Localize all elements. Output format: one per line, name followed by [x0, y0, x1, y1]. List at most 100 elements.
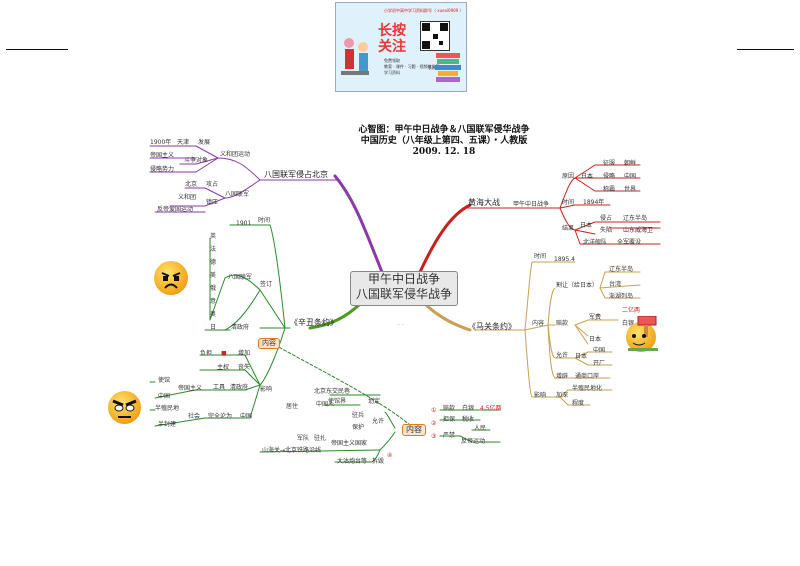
neirong-item-19[interactable]: 严禁 [443, 432, 456, 439]
node-peikuan[interactable]: 赔款 [556, 320, 569, 327]
node-riben-4[interactable]: 日本 [575, 353, 588, 360]
node-jieguo[interactable]: 结果 [562, 225, 575, 232]
node-yihetuan-movement[interactable]: 义和团运动 [220, 151, 251, 158]
node-zengjia[interactable]: 增加 [238, 350, 251, 357]
node-qinzhan[interactable]: 侵占 [600, 215, 613, 222]
node-banfengjian[interactable]: 半封建 [158, 421, 177, 428]
node-yihetuan[interactable]: 义和团 [178, 194, 197, 201]
node-zengkai[interactable]: 增辟 [556, 373, 569, 380]
neirong-item-1[interactable]: 使馆界 [328, 398, 347, 405]
node-xinchou-shijian[interactable]: 时间 [258, 217, 271, 224]
center-node[interactable]: 甲午中日战争 八国联军侵华战争 [350, 271, 458, 306]
neirong-item-20[interactable]: 人民 [474, 425, 487, 432]
node-riben-2[interactable]: 日本 [580, 222, 593, 229]
node-baguolianjun[interactable]: 八国联军 [225, 191, 250, 198]
node-baguo-occupy-beijing[interactable]: 八国联军侵占北京 [264, 170, 328, 179]
neirong-item-5[interactable]: 驻兵 [352, 412, 365, 419]
node-riben[interactable]: 日本 [581, 173, 594, 180]
node-chaoxian[interactable]: 朝鲜 [624, 160, 637, 167]
neirong-item-3[interactable]: 居住 [286, 403, 299, 410]
node-quanjun[interactable]: 全军覆没 [617, 239, 642, 246]
neirong-item-9[interactable]: 驻扎 [314, 435, 327, 442]
node-neirong-box[interactable]: 内容 [402, 424, 426, 436]
node-kaichang[interactable]: 开厂 [593, 360, 606, 367]
node-zhengfu[interactable]: 征服 [603, 160, 616, 167]
node-liaodong[interactable]: 辽东半岛 [623, 215, 648, 222]
node-zhongguo[interactable]: 中国 [624, 173, 637, 180]
neirong-item-2[interactable]: 划定 [368, 398, 381, 405]
qr-code[interactable] [420, 21, 450, 51]
node-beijing[interactable]: 北京 [185, 181, 198, 188]
neirong-item-21[interactable]: 反帝运动 [461, 438, 486, 445]
neirong-item-8[interactable]: 军队 [297, 435, 310, 442]
neirong-item-13[interactable]: 拆毁 [372, 458, 385, 465]
node-yunxu[interactable]: 允许 [556, 352, 569, 359]
node-zhongguo-3[interactable]: 中国 [158, 393, 171, 400]
node-diguozhuyi[interactable]: 帝国主义 [150, 152, 175, 159]
node-qingzhengfu-gongju[interactable]: 清政府 [230, 384, 249, 391]
node-gongju[interactable]: 工具 [213, 384, 226, 391]
node-fazhan[interactable]: 发展 [198, 139, 211, 146]
node-1901[interactable]: 1901 [236, 220, 252, 227]
node-riben-3[interactable]: 日本 [589, 336, 602, 343]
node-fandi[interactable]: 反帝爱国运动 [157, 206, 194, 213]
node-qinlue[interactable]: 侵略 [603, 173, 616, 180]
neirong-item-6[interactable]: 保护 [352, 424, 365, 431]
node-chengdu[interactable]: 程度 [572, 400, 585, 407]
node-shixian[interactable]: 失陷 [600, 227, 613, 234]
node-liangyi[interactable]: 二亿两 [622, 307, 641, 314]
node-sangshi[interactable]: 丧失 [238, 364, 251, 371]
node-qianding[interactable]: 签订 [260, 281, 273, 288]
node-yuanyin[interactable]: 原因 [562, 173, 575, 180]
node-zhongguo-4[interactable]: 中国 [240, 413, 253, 420]
neirong-item-11[interactable]: 山海关→北京铁路沿线 [262, 447, 322, 454]
node-penghu[interactable]: 澎湖列岛 [609, 293, 634, 300]
node-baiyin[interactable]: 白银 [622, 320, 635, 327]
neirong-item-17[interactable]: 担保 [443, 416, 456, 423]
node-baguo-signers[interactable]: 八国联军 [228, 274, 253, 281]
node-shijian-1894[interactable]: 时间 [562, 199, 575, 206]
node-xinchou-yingxiang[interactable]: 影响 [260, 386, 273, 393]
node-banzhimin-2[interactable]: 半殖民地化 [572, 385, 603, 392]
node-1895[interactable]: 1895.4 [554, 256, 575, 263]
node-beiyang[interactable]: 北洋舰队 [583, 239, 608, 246]
node-maguan[interactable]: 《马关条约》 [468, 322, 516, 331]
node-huanghai[interactable]: 黄海大战 [468, 198, 500, 207]
node-qinlue-shili[interactable]: 侵略势力 [150, 166, 175, 173]
node-jiashen[interactable]: 加深 [556, 392, 569, 399]
node-xinchou[interactable]: 《辛丑条约》 [290, 318, 338, 327]
node-1894[interactable]: 1894年 [583, 199, 605, 206]
node-wanquan[interactable]: 完全沦为 [208, 413, 233, 420]
node-shijie[interactable]: 世界 [624, 186, 637, 193]
neirong-item-4[interactable]: 中国人 [316, 401, 335, 408]
neirong-item-14[interactable]: 赔款 [443, 405, 456, 412]
neirong-item-16[interactable]: 4.5亿两 [480, 405, 502, 412]
node-maguan-shijian[interactable]: 时间 [534, 253, 547, 260]
node-maguan-neirong[interactable]: 内容 [532, 320, 545, 327]
node-banzhimin[interactable]: 半殖民地 [155, 405, 180, 412]
neirong-item-18[interactable]: 税收 [462, 416, 475, 423]
node-maguan-yingxiang[interactable]: 影响 [534, 392, 547, 399]
node-jiawu[interactable]: 甲午中日战争 [513, 201, 550, 208]
node-1900[interactable]: 1900年 [150, 139, 172, 146]
neirong-item-10[interactable]: 帝国主义国家 [331, 440, 368, 447]
neirong-item-7[interactable]: 允许 [372, 418, 385, 425]
node-taiwan[interactable]: 台湾 [609, 281, 622, 288]
node-zhongguo-2[interactable]: 中国 [593, 347, 606, 354]
node-douzheng[interactable]: 斗争对象 [184, 157, 209, 164]
node-shandong[interactable]: 山东威海卫 [623, 227, 654, 234]
node-fudan[interactable]: 负担 [200, 350, 213, 357]
neirong-item-15[interactable]: 白银 [462, 405, 475, 412]
node-gongzhan[interactable]: 攻占 [206, 181, 219, 188]
node-gerang[interactable]: 割让（给日本） [556, 282, 599, 289]
node-shiguan[interactable]: 使馆 [158, 377, 171, 384]
node-shehui[interactable]: 社会 [188, 413, 201, 420]
node-liaodong-2[interactable]: 辽东半岛 [609, 266, 634, 273]
node-diguozhuyi-2[interactable]: 帝国主义 [178, 385, 203, 392]
node-zhuquan[interactable]: 主权 [217, 364, 230, 371]
node-tianjin[interactable]: 天津 [177, 139, 190, 146]
node-zhenya[interactable]: 镇压 [206, 199, 219, 206]
node-qing-signer[interactable]: 清政府 [231, 324, 250, 331]
promo-banner[interactable]: 小学初中高中学习资料群号（ xuexi0909 ） 长按 关注 免费领取 教案 … [335, 2, 467, 92]
node-tongshang[interactable]: 通商口岸 [575, 373, 600, 380]
